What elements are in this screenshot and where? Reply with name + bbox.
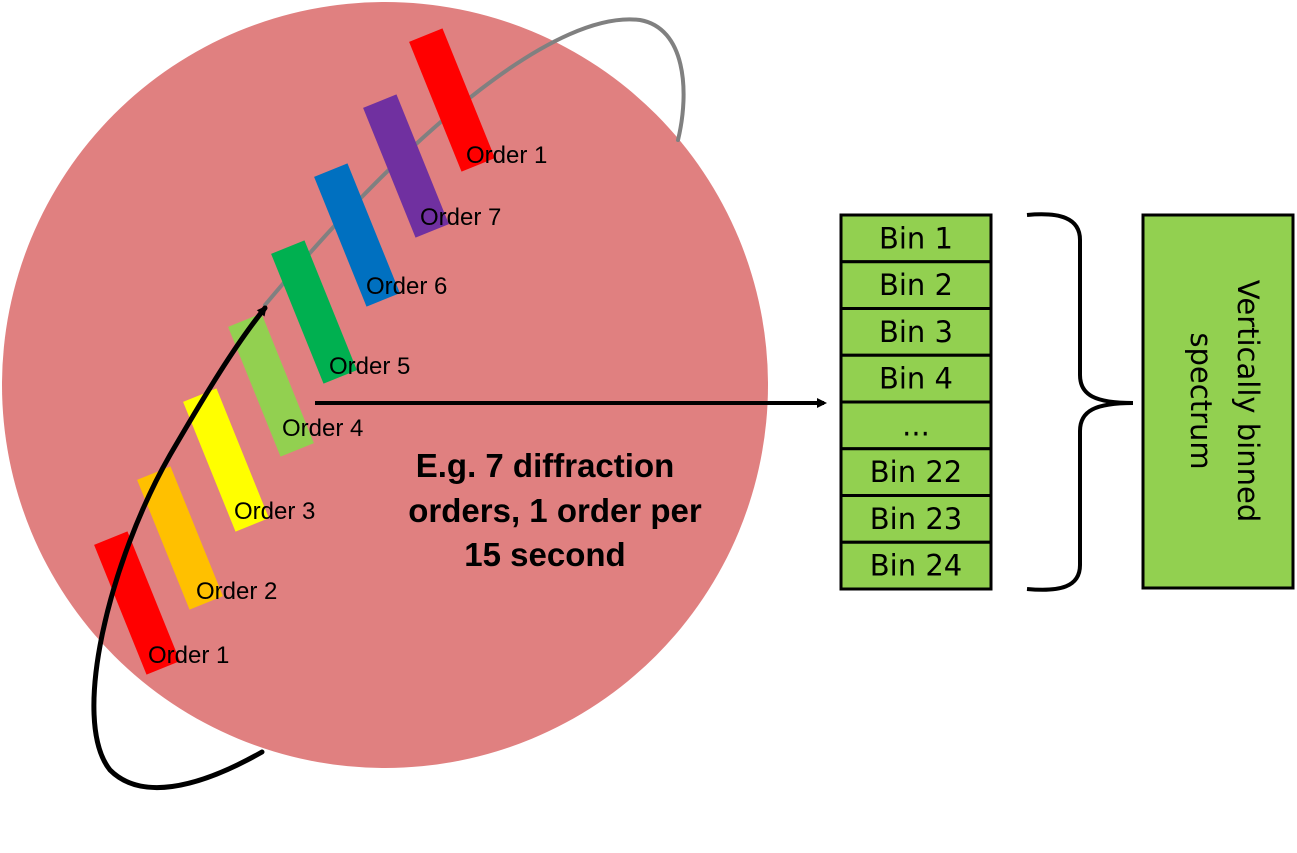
caption-line-1: E.g. 7 diffraction <box>416 447 675 484</box>
bin-cell <box>839 353 993 404</box>
order-label: Order 1 <box>466 142 547 169</box>
order-stripe <box>137 466 223 610</box>
order-stripe <box>314 163 400 307</box>
order-stripe <box>183 388 269 532</box>
bin-label: Bin 4 <box>879 362 953 396</box>
bin-cell <box>839 400 993 451</box>
caption-line-2: orders, 1 order per <box>408 492 702 529</box>
order-stripes <box>94 28 495 675</box>
bin-cell <box>839 540 993 591</box>
order-stripe <box>94 531 180 675</box>
bin-cell <box>839 307 993 357</box>
bin-label: Bin 2 <box>879 268 953 302</box>
bin-label: Bin 3 <box>879 315 953 349</box>
order-label: Order 3 <box>234 498 315 525</box>
order-label: Order 7 <box>420 204 501 231</box>
bin-cell <box>839 260 993 310</box>
bin-label: Bin 22 <box>870 455 962 489</box>
order-stripe <box>363 94 449 238</box>
bin-cell <box>839 447 993 497</box>
curly-brace <box>1026 212 1134 592</box>
order-stripe <box>409 28 495 172</box>
order-label: Order 5 <box>329 353 410 380</box>
order-stripe <box>228 313 314 457</box>
bin-label: Bin 1 <box>879 221 953 255</box>
order-label: Order 1 <box>148 642 229 669</box>
result-line-1: Vertically binned <box>1231 280 1265 522</box>
caption-line-3: 15 second <box>464 536 625 573</box>
bin-cell <box>839 494 993 544</box>
order-labels: Order 1 Order 2 Order 3 Order 4 Order 5 … <box>148 142 547 669</box>
order-stripe <box>271 240 357 384</box>
result-box: Vertically binned spectrum <box>1141 213 1295 590</box>
order-label: Order 4 <box>282 415 363 442</box>
bins-column: Bin 1 Bin 2 Bin 3 Bin 4... Bin 22 Bin 23 Bin 2… <box>839 213 993 591</box>
result-line-2: spectrum <box>1184 332 1218 469</box>
order-label: Order 2 <box>196 578 277 605</box>
bin-label: Bin 23 <box>870 502 962 536</box>
order-label: Order 6 <box>366 273 447 300</box>
bin-cell <box>839 213 993 264</box>
orbit-back-arc <box>263 17 686 307</box>
bin-label: Bin 24 <box>870 549 962 583</box>
bin-label: ... <box>902 408 930 442</box>
orbit-front-arc <box>91 305 268 790</box>
caption: E.g. 7 diffraction orders, 1 order per 1… <box>408 447 702 573</box>
